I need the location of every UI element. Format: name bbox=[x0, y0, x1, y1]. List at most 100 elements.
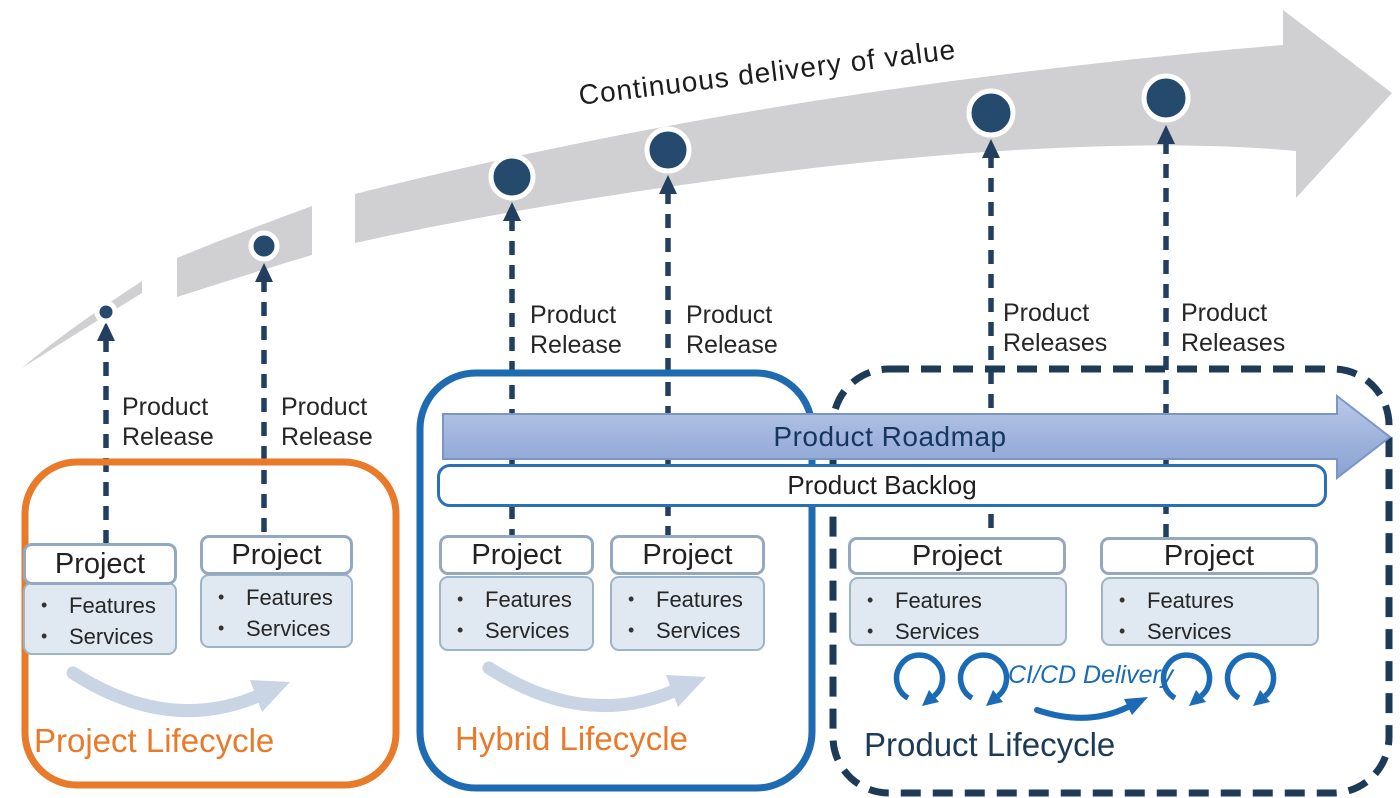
arrow-icon bbox=[1253, 690, 1270, 706]
release-line2: Releases bbox=[1003, 329, 1108, 357]
arrow-ne-icon bbox=[250, 680, 290, 712]
project-card-body: • Features • Services bbox=[200, 574, 353, 648]
project-card-body: • Features • Services bbox=[23, 582, 177, 655]
project-lifecycle-label: Project Lifecycle bbox=[34, 722, 275, 759]
loop-arrow-icon bbox=[957, 652, 1010, 701]
card-item-label: Services bbox=[656, 617, 741, 643]
project-card-header: Project bbox=[439, 535, 594, 575]
loop-arrow-icon bbox=[1224, 652, 1277, 701]
loop-arrow-icon bbox=[893, 652, 946, 701]
card-bullet-row: • Features bbox=[1103, 585, 1317, 616]
loop-arrow-icon bbox=[1160, 652, 1213, 701]
product-release-label: Product Release bbox=[686, 300, 778, 360]
project-card-header: Project bbox=[848, 537, 1066, 575]
project-card-header: Project bbox=[23, 543, 177, 585]
product-releases-label: Product Releases bbox=[1003, 298, 1107, 358]
release-dots bbox=[94, 73, 1191, 324]
product-backlog-box: Product Backlog bbox=[437, 464, 1327, 507]
bullet-icon: • bbox=[1119, 590, 1126, 610]
arrow-icon bbox=[922, 690, 939, 706]
value-arrow-segment-1 bbox=[22, 281, 142, 368]
card-bullet-row: • Services bbox=[1103, 616, 1317, 647]
release-connector-arrowheads bbox=[97, 125, 1175, 341]
release-line1: Product bbox=[530, 301, 617, 329]
card-bullet-row: • Services bbox=[202, 613, 351, 644]
project-card-body: • Features • Services bbox=[610, 576, 765, 651]
card-item-label: Services bbox=[485, 617, 570, 643]
card-item-label: Features bbox=[246, 584, 333, 610]
card-bullet-row: • Features bbox=[202, 582, 351, 613]
card-bullet-row: • Services bbox=[25, 621, 175, 652]
card-bullet-row: • Services bbox=[441, 615, 592, 646]
project-card-header: Project bbox=[610, 535, 765, 575]
arrow-up-icon bbox=[982, 139, 1000, 158]
cicd-underline-arrow bbox=[1034, 704, 1131, 721]
release-dot bbox=[966, 88, 1016, 138]
card-item-label: Services bbox=[1147, 618, 1232, 644]
card-bullet-row: • Features bbox=[25, 590, 175, 621]
release-line2: Release bbox=[686, 331, 778, 359]
product-releases-label: Product Releases bbox=[1181, 298, 1285, 358]
swoosh-arrow-icon bbox=[66, 666, 265, 718]
card-bullet-row: • Features bbox=[441, 584, 592, 615]
product-roadmap-label: Product Roadmap bbox=[773, 421, 1007, 452]
card-item-label: Features bbox=[895, 587, 982, 613]
arrow-icon bbox=[986, 690, 1003, 706]
card-bullet-row: • Features bbox=[851, 585, 1065, 616]
arrow-up-icon bbox=[1157, 125, 1175, 144]
product-release-label: Product Release bbox=[122, 392, 214, 452]
product-lifecycle-label: Product Lifecycle bbox=[864, 726, 1116, 763]
hybrid-lifecycle-label: Hybrid Lifecycle bbox=[455, 720, 688, 757]
release-line2: Release bbox=[281, 423, 373, 451]
product-release-label: Product Release bbox=[281, 392, 373, 452]
project-card-header: Project bbox=[1100, 537, 1318, 575]
arrow-up-icon bbox=[503, 202, 521, 221]
card-bullet-row: • Services bbox=[851, 616, 1065, 647]
hybrid-lifecycle-box bbox=[416, 369, 816, 792]
product-lifecycle-box bbox=[829, 365, 1393, 797]
project-card-body: • Features • Services bbox=[439, 576, 594, 651]
bullet-icon: • bbox=[457, 589, 464, 609]
release-dot bbox=[644, 126, 692, 174]
release-dot bbox=[248, 230, 280, 262]
bullet-icon: • bbox=[218, 587, 225, 607]
release-dot bbox=[1141, 73, 1191, 123]
release-line2: Releases bbox=[1181, 329, 1286, 357]
release-line2: Release bbox=[122, 423, 214, 451]
project-card-body: • Features • Services bbox=[849, 577, 1067, 646]
product-backlog-label: Product Backlog bbox=[787, 470, 977, 500]
card-item-label: Features bbox=[69, 592, 156, 618]
value-arrow-segment-3 bbox=[355, 10, 1392, 243]
bullet-icon: • bbox=[628, 620, 635, 640]
roadmap-arrow bbox=[442, 393, 1392, 481]
release-line1: Product bbox=[122, 393, 209, 421]
swoosh-arrow-icon bbox=[482, 661, 681, 713]
card-item-label: Services bbox=[69, 623, 154, 649]
bullet-icon: • bbox=[41, 626, 48, 646]
release-line2: Release bbox=[530, 331, 622, 359]
cicd-delivery-label: CI/CD Delivery bbox=[1008, 661, 1174, 689]
bullet-icon: • bbox=[41, 595, 48, 615]
card-bullet-row: • Services bbox=[612, 615, 763, 646]
release-dot bbox=[488, 153, 536, 201]
arrow-up-icon bbox=[659, 175, 677, 194]
bullet-icon: • bbox=[628, 589, 635, 609]
project-card-body: • Features • Services bbox=[1101, 577, 1319, 646]
card-item-label: Features bbox=[656, 586, 743, 612]
lifecycle-swoosh-arrows bbox=[66, 661, 681, 718]
release-line1: Product bbox=[1003, 299, 1090, 327]
arrow-right-icon bbox=[1124, 697, 1148, 715]
project-card-header: Project bbox=[200, 535, 353, 575]
card-item-label: Services bbox=[246, 615, 331, 641]
bullet-icon: • bbox=[1119, 621, 1126, 641]
bullet-icon: • bbox=[867, 590, 874, 610]
bullet-icon: • bbox=[867, 621, 874, 641]
bullet-icon: • bbox=[457, 620, 464, 640]
card-item-label: Features bbox=[485, 586, 572, 612]
bullet-icon: • bbox=[218, 618, 225, 638]
release-line1: Product bbox=[686, 301, 773, 329]
arrow-up-icon bbox=[255, 263, 273, 282]
release-line1: Product bbox=[281, 393, 368, 421]
arrow-up-icon bbox=[97, 322, 115, 341]
